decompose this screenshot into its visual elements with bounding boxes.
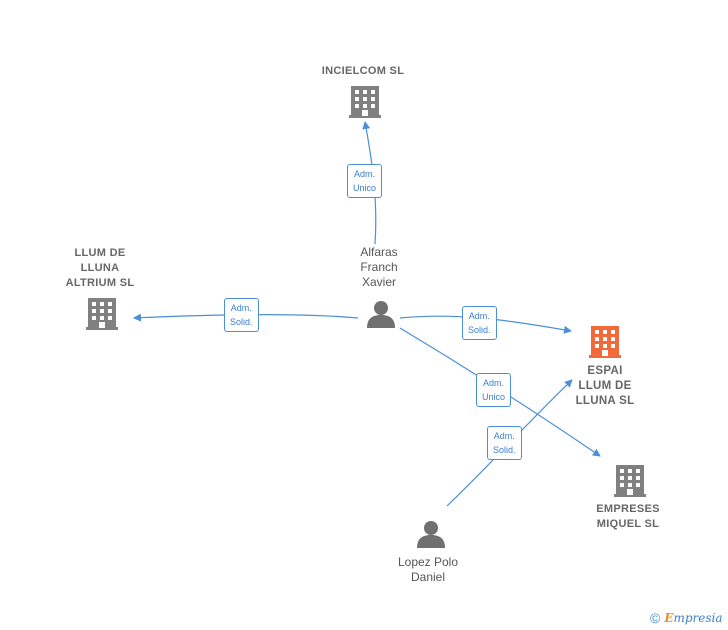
footer-brand[interactable]: © Empresia [650,610,723,626]
node-label-llum-altrium[interactable]: LLUM DE LLUNA ALTRIUM SL [65,247,135,289]
person-icon [417,521,445,548]
edge-label-adm-unico: Adm. Unico [347,164,383,198]
brand-logo: Empresia [664,611,723,625]
person-icon [367,301,395,328]
building-icon [349,86,381,118]
edge-label-adm-unico: Adm. Unico [476,373,512,407]
edge-label-adm-solid: Adm. Solid. [487,426,522,460]
node-label-espai-llum[interactable]: ESPAI LLUM DE LLUNA SL [575,365,635,407]
node-label-empreses-miquel[interactable]: EMPRESES MIQUEL SL [596,503,660,530]
node-label-alfaras[interactable]: Alfaras Franch Xavier [360,245,398,289]
building-icon [589,326,621,358]
edge-label-adm-solid: Adm. Solid. [462,306,497,340]
edge-label-adm-solid: Adm. Solid. [224,298,259,332]
copyright-symbol: © [650,610,661,626]
building-icon [86,298,118,330]
building-icon [614,465,646,497]
node-label-incielcom[interactable]: INCIELCOM SL [321,65,405,77]
node-label-lopez[interactable]: Lopez Polo Daniel [397,555,459,584]
